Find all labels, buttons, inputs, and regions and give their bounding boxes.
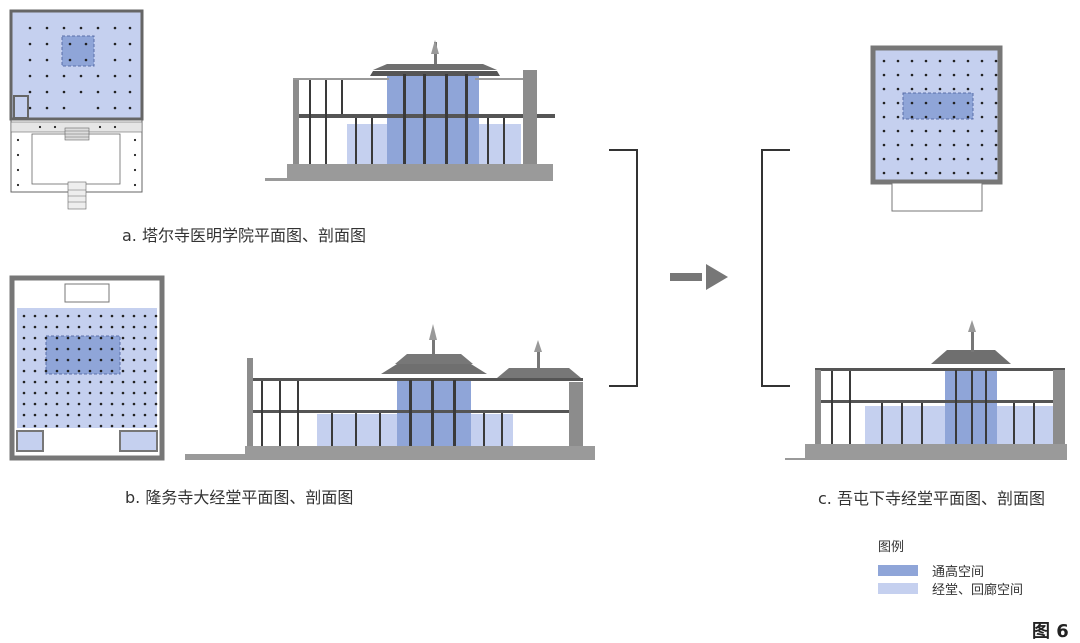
caption-c: c. 吾屯下寺经堂平面图、剖面图 [818,489,1045,508]
legend-swatch [878,564,918,576]
split-bracket [761,149,790,387]
section-a [265,40,555,181]
section-c [785,320,1067,460]
legend: 图例 通高空间 经堂、回廊空间 [878,536,1024,598]
legend-swatch [878,582,918,594]
plan-b [9,275,165,461]
legend-item-hall-corridor: 经堂、回廊空间 [878,579,1024,598]
plan-c [870,45,1003,212]
legend-item-tall-space: 通高空间 [878,561,1023,580]
figure-number: 图 6 [1032,621,1069,642]
legend-label: 通高空间 [932,564,985,580]
legend-title: 图例 [878,540,905,555]
caption-b: b. 隆务寺大经堂平面图、剖面图 [125,488,354,507]
section-b [185,324,595,460]
caption-a: a. 塔尔寺医明学院平面图、剖面图 [122,226,366,245]
right-arrow-icon [670,264,728,290]
merge-bracket [609,149,638,387]
plan-a [9,9,144,210]
legend-label: 经堂、回廊空间 [932,582,1024,598]
